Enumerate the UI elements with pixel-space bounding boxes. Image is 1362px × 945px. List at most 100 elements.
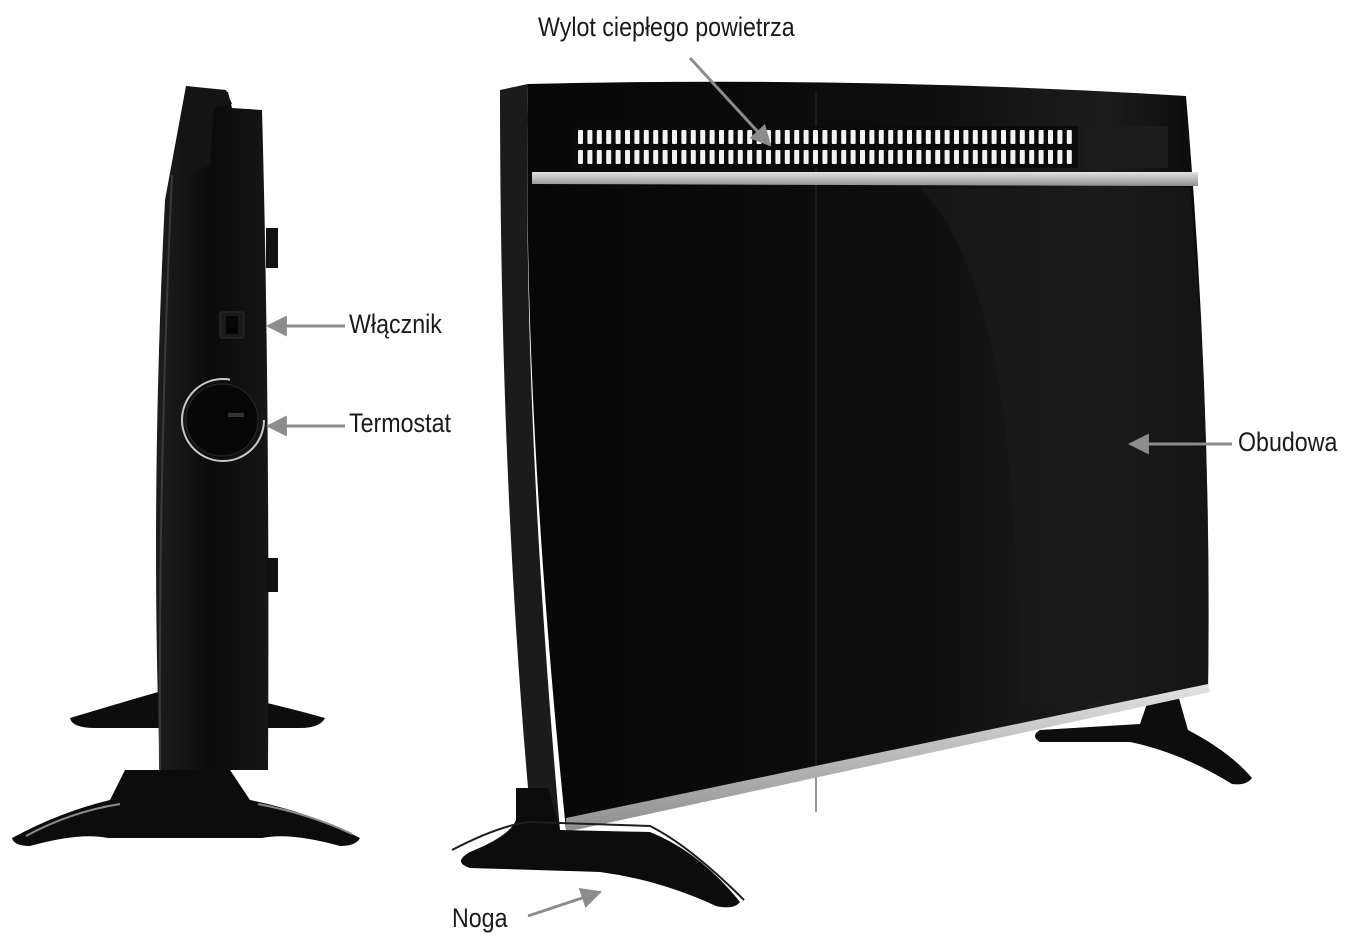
vent-slot bbox=[982, 150, 988, 164]
vent-slot bbox=[972, 150, 978, 164]
side-foot-highlight bbox=[25, 803, 121, 837]
front-left-depth bbox=[500, 84, 560, 830]
vent-slot bbox=[747, 130, 753, 144]
vent-slot bbox=[803, 150, 809, 164]
vent-slot bbox=[1048, 150, 1053, 164]
front-leg-right bbox=[1035, 695, 1252, 785]
vent-slot bbox=[916, 150, 922, 164]
side-bump-lower bbox=[266, 558, 278, 592]
vent-slot bbox=[681, 150, 687, 164]
vent-slot bbox=[925, 130, 931, 144]
label-air-outlet: Wylot ciepłego powietrza bbox=[538, 12, 795, 42]
vent-slot bbox=[831, 150, 837, 164]
vent-slot bbox=[907, 150, 912, 164]
front-vent-grille bbox=[572, 126, 1168, 168]
vent-slot bbox=[813, 130, 818, 144]
vent-slot bbox=[578, 130, 583, 144]
vent-slot bbox=[888, 130, 894, 144]
vent-slot bbox=[606, 150, 612, 164]
vent-slot bbox=[1019, 130, 1025, 144]
vent-slot bbox=[1057, 150, 1063, 164]
vent-slot bbox=[803, 130, 809, 144]
front-leg-left bbox=[461, 788, 740, 908]
vent-slot bbox=[897, 130, 903, 144]
callout-arrows bbox=[265, 56, 1232, 918]
vent-slot bbox=[935, 130, 941, 144]
vent-slot bbox=[756, 150, 762, 164]
vent-slot bbox=[775, 130, 781, 144]
arrow-leg bbox=[527, 888, 602, 918]
vent-slot bbox=[1010, 150, 1016, 164]
vent-slot bbox=[1001, 150, 1006, 164]
vent-slot bbox=[925, 150, 931, 164]
vent-slot bbox=[578, 150, 583, 164]
vent-slot bbox=[690, 130, 696, 144]
side-edge-line bbox=[158, 174, 173, 771]
side-switch-rocker bbox=[226, 316, 238, 334]
vent-slot bbox=[850, 130, 856, 144]
vent-slot bbox=[662, 150, 668, 164]
vent-slot bbox=[935, 150, 941, 164]
vent-slot bbox=[794, 150, 800, 164]
vent-slot bbox=[709, 150, 715, 164]
side-top-handle bbox=[178, 86, 232, 180]
vent-slot bbox=[1001, 130, 1006, 144]
side-front-foot bbox=[12, 770, 360, 846]
vent-slot bbox=[860, 150, 865, 164]
vent-slot bbox=[615, 150, 621, 164]
vent-slot bbox=[794, 130, 800, 144]
side-thermostat-knob bbox=[185, 383, 259, 457]
vent-slot bbox=[869, 130, 875, 144]
vent-slot bbox=[643, 130, 649, 144]
vent-slot bbox=[813, 150, 818, 164]
vent-slot bbox=[737, 130, 743, 144]
vent-slot bbox=[954, 150, 959, 164]
vent-slot bbox=[587, 150, 593, 164]
vent-slot bbox=[587, 130, 593, 144]
vent-slot bbox=[982, 130, 988, 144]
vent-slot bbox=[991, 130, 997, 144]
vent-slot bbox=[1019, 150, 1025, 164]
vent-slot bbox=[954, 130, 959, 144]
vent-slot bbox=[850, 150, 856, 164]
vent-slot bbox=[700, 150, 706, 164]
vent-slot bbox=[719, 130, 724, 144]
vent-slot bbox=[878, 150, 884, 164]
vent-slot bbox=[1048, 130, 1053, 144]
vent-slot bbox=[869, 150, 875, 164]
vent-slot bbox=[1010, 130, 1016, 144]
vent-slot bbox=[888, 150, 894, 164]
vent-slot bbox=[878, 130, 884, 144]
vent-slot bbox=[775, 150, 781, 164]
vent-slot bbox=[690, 150, 696, 164]
front-view-heater bbox=[451, 81, 1252, 908]
vent-slot bbox=[737, 150, 743, 164]
vent-slot bbox=[643, 150, 649, 164]
label-switch: Włącznik bbox=[349, 309, 442, 339]
vent-slot bbox=[728, 150, 734, 164]
vent-slot bbox=[841, 130, 847, 144]
label-leg: Noga bbox=[452, 903, 508, 933]
front-leg-left-foot bbox=[451, 820, 745, 901]
vent-slot bbox=[907, 130, 912, 144]
label-housing: Obudowa bbox=[1238, 427, 1338, 457]
vent-slot bbox=[916, 130, 922, 144]
vent-slot bbox=[634, 130, 640, 144]
vent-slot bbox=[991, 150, 997, 164]
vent-slot bbox=[719, 150, 724, 164]
vent-slot bbox=[1029, 150, 1035, 164]
vent-slot bbox=[625, 150, 630, 164]
side-thermostat-ring bbox=[181, 378, 265, 462]
vent-slot bbox=[897, 150, 903, 164]
front-panel-reflection bbox=[920, 188, 1209, 705]
vent-slot bbox=[709, 130, 715, 144]
vent-slot bbox=[822, 150, 828, 164]
vent-slot bbox=[606, 130, 612, 144]
vent-slot bbox=[972, 130, 978, 144]
vent-slot bbox=[596, 130, 602, 144]
vent-slot bbox=[1029, 130, 1035, 144]
label-thermostat: Termostat bbox=[349, 408, 451, 438]
vent-slot bbox=[963, 130, 969, 144]
vent-slot bbox=[1057, 130, 1063, 144]
